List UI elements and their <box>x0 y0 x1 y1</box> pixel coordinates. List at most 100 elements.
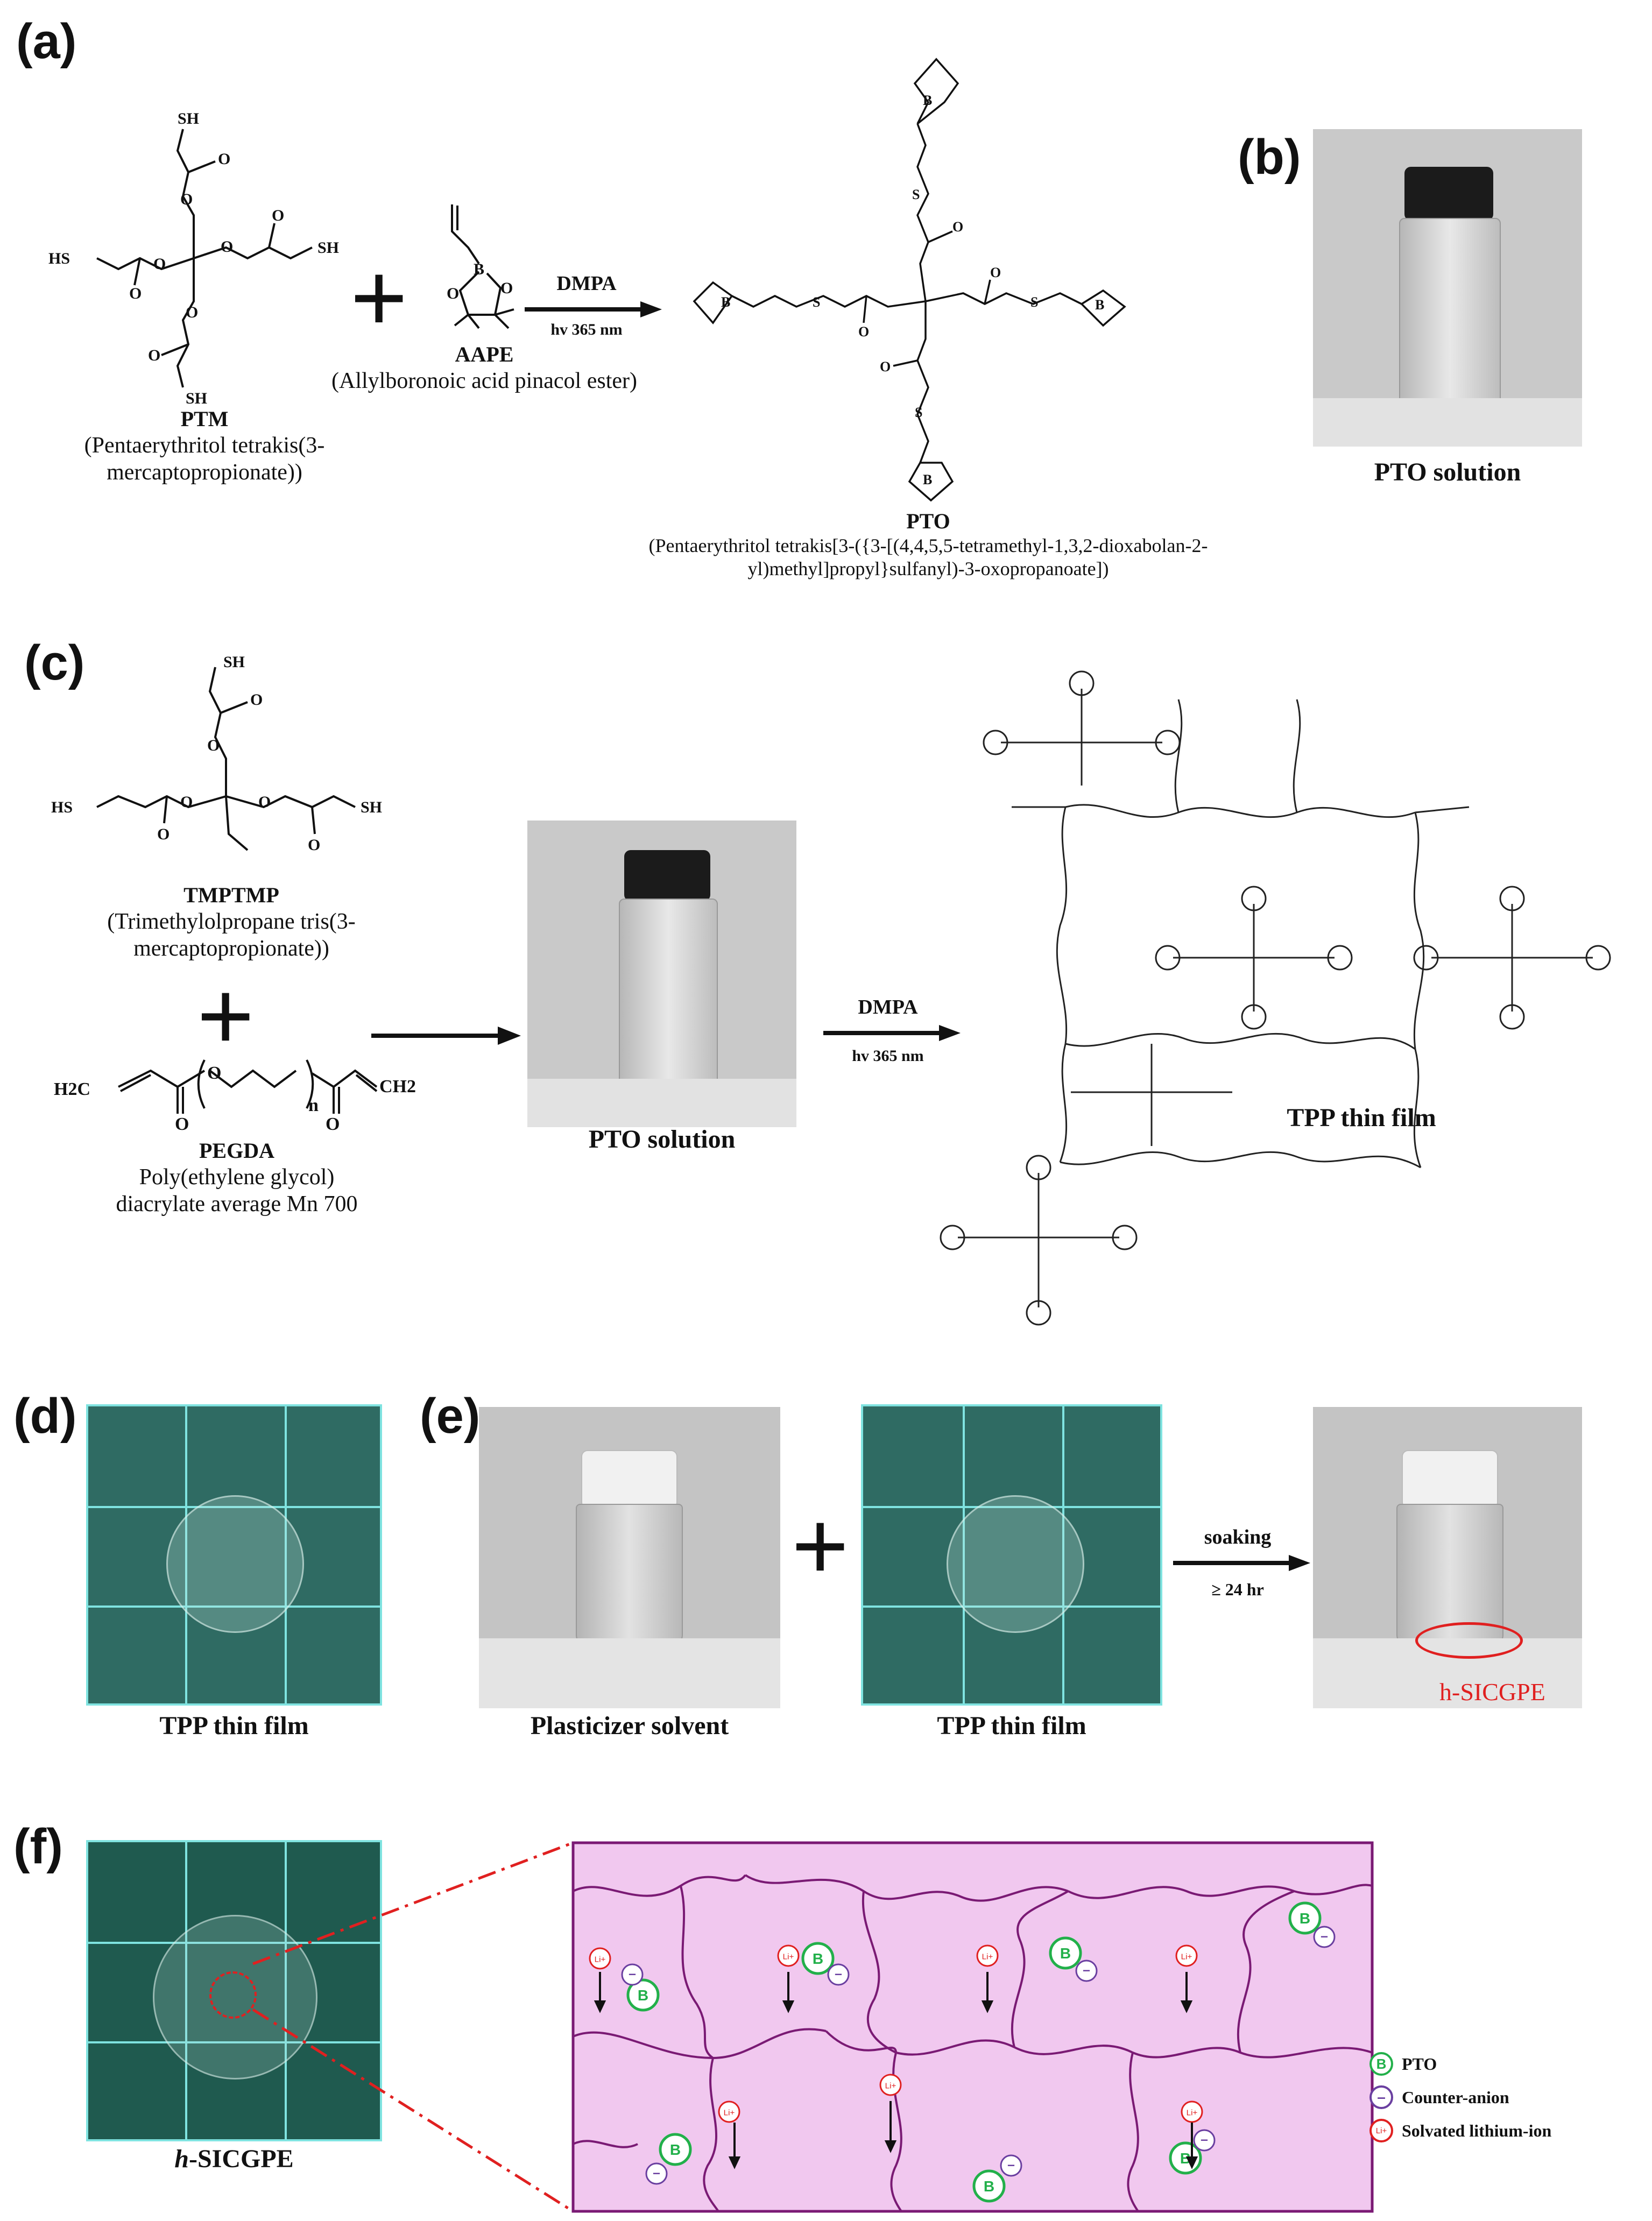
schematic-pto: B <box>1049 1936 1082 1970</box>
svg-text:Li+: Li+ <box>724 2109 735 2118</box>
schematic-pto: B <box>626 1978 660 2012</box>
svg-text:B: B <box>638 1987 648 2004</box>
svg-text:–: – <box>1083 1963 1090 1978</box>
ptm-o-left-co: O <box>129 285 142 302</box>
tmptmp-sh-top: SH <box>223 653 245 671</box>
aape-name: AAPE <box>455 342 514 366</box>
h-sicgpe-photo <box>86 1840 382 2141</box>
schematic-lithium-ion: Li+ <box>976 1944 999 1967</box>
ptm-o-right-co: O <box>272 207 284 224</box>
ptm-sh-top: SH <box>178 110 199 128</box>
panel-label-e: (e) <box>420 1389 481 1444</box>
photo-floor <box>1313 398 1582 447</box>
vial-cap-white <box>581 1450 677 1509</box>
pto-name: PTO <box>906 509 950 533</box>
tmptmp-structure: SH O O HS O O O O SH <box>51 653 382 854</box>
legend-item-anion: – Counter-anion <box>1369 2081 1639 2114</box>
pto-o-bottom-co: O <box>880 359 891 374</box>
arrow-a-top: DMPA <box>556 272 617 295</box>
svg-text:–: – <box>835 1967 842 1982</box>
photo-floor <box>527 1079 796 1127</box>
svg-text:B: B <box>670 2141 681 2158</box>
tmptmp-o-right-co: O <box>308 836 320 854</box>
tmptmp-full-name: (Trimethylolpropane tris(3-mercaptopropi… <box>107 909 356 961</box>
tpp-network-structure <box>940 670 1611 1326</box>
legend-label-pto: PTO <box>1402 2054 1437 2074</box>
legend-symbol-pto: B <box>1369 2052 1393 2076</box>
svg-text:–: – <box>653 2166 660 2181</box>
h-sicgpe-caption-rest: -SICGPE <box>189 2145 294 2173</box>
plasticizer-caption: Plasticizer solvent <box>530 1711 729 1740</box>
svg-text:Li+: Li+ <box>885 2082 896 2091</box>
aape-structure: B O O <box>447 204 514 329</box>
pto-b-bottom: B <box>923 472 932 487</box>
svg-text:Li+: Li+ <box>783 1953 794 1962</box>
schematic-anion: – <box>1000 2154 1022 2177</box>
panel-label-f: (f) <box>13 1819 63 1874</box>
reaction-arrow-c <box>823 1025 961 1041</box>
schematic-anion: – <box>645 2162 668 2185</box>
tmptmp-o-left: O <box>180 793 193 811</box>
aape-caption: AAPE (Allylboronoic acid pinacol ester) <box>317 342 651 394</box>
pegda-full-1: Poly(ethylene glycol) <box>139 1165 335 1190</box>
mix-arrow-c <box>371 1027 521 1045</box>
ptm-full-name: (Pentaerythritol tetrakis(3-mercaptoprop… <box>84 433 325 485</box>
legend-label-anion: Counter-anion <box>1402 2087 1509 2107</box>
film-disc <box>947 1495 1084 1633</box>
pegda-full-2: diacrylate average Mn 700 <box>116 1192 358 1217</box>
tpp-film-caption-e: TPP thin film <box>937 1711 1086 1740</box>
pto-b-right: B <box>1095 297 1104 313</box>
schematic-pto: B <box>972 2169 1006 2203</box>
schematic-pto: B <box>659 2133 692 2166</box>
ptm-o-bottom-co: O <box>148 346 160 364</box>
schematic-lithium-ion: Li+ <box>1181 2100 1203 2123</box>
pegda-h2c: H2C <box>54 1079 90 1099</box>
pto-s-top: S <box>912 187 920 202</box>
aape-o-left: O <box>447 285 459 302</box>
pto-solution-photo-c <box>527 821 796 1127</box>
plus-sign-a: + <box>350 242 408 355</box>
pegda-o-ether: O <box>207 1063 221 1083</box>
tmptmp-sh-right: SH <box>361 798 382 816</box>
schematic-anion: – <box>621 1963 644 1986</box>
ptm-o-top-co: O <box>218 150 230 168</box>
schematic-lithium-ion: Li+ <box>879 2074 902 2096</box>
pto-o-right-co: O <box>990 265 1001 280</box>
pegda-structure: H2C O O n O CH2 <box>54 1059 416 1134</box>
panel-label-d: (d) <box>13 1389 77 1444</box>
svg-text:B: B <box>1180 2150 1191 2167</box>
aape-o-right: O <box>500 279 513 297</box>
svg-text:B: B <box>1300 1910 1310 1927</box>
schematic-anion: – <box>1075 1960 1098 1982</box>
legend-item-lithium: Li+ Solvated lithium-ion <box>1369 2114 1639 2147</box>
pto-s-bottom: S <box>915 405 922 420</box>
vial-cap <box>624 850 710 901</box>
pto-solution-caption-b: PTO solution <box>1374 458 1521 486</box>
svg-text:Li+: Li+ <box>1181 1953 1192 1962</box>
schematic-lithium-ion: Li+ <box>589 1947 611 1970</box>
h-sicgpe-caption-italic: h <box>174 2145 189 2173</box>
svg-text:B: B <box>813 1950 823 1967</box>
tmptmp-o-top-co: O <box>250 691 263 709</box>
schematic-lithium-ion: Li+ <box>1175 1944 1198 1967</box>
vial-cap <box>1404 167 1493 221</box>
arrow-a-bottom: hv 365 nm <box>550 321 623 338</box>
pto-o-top-co: O <box>952 219 963 235</box>
vial-cap-white <box>1402 1450 1498 1509</box>
ptm-o-right: O <box>221 238 233 256</box>
schematic-anion: – <box>1193 2129 1216 2152</box>
svg-text:B: B <box>1060 1945 1071 1962</box>
schematic-anion: – <box>1313 1926 1336 1948</box>
ptm-o-top: O <box>180 190 193 208</box>
panel-label-b: (b) <box>1238 130 1301 185</box>
arrow-c-top: DMPA <box>858 996 918 1018</box>
schematic-pto: B <box>801 1942 835 1975</box>
arrow-c-bottom: hv 365 nm <box>852 1047 924 1065</box>
tpp-film-photo-e <box>861 1404 1162 1706</box>
legend: B PTO – Counter-anion Li+ Solvated lithi… <box>1369 2047 1639 2147</box>
tpp-film-caption-d: TPP thin film <box>159 1711 309 1740</box>
svg-text:–: – <box>1007 2158 1015 2173</box>
tmptmp-o-right: O <box>258 793 271 811</box>
